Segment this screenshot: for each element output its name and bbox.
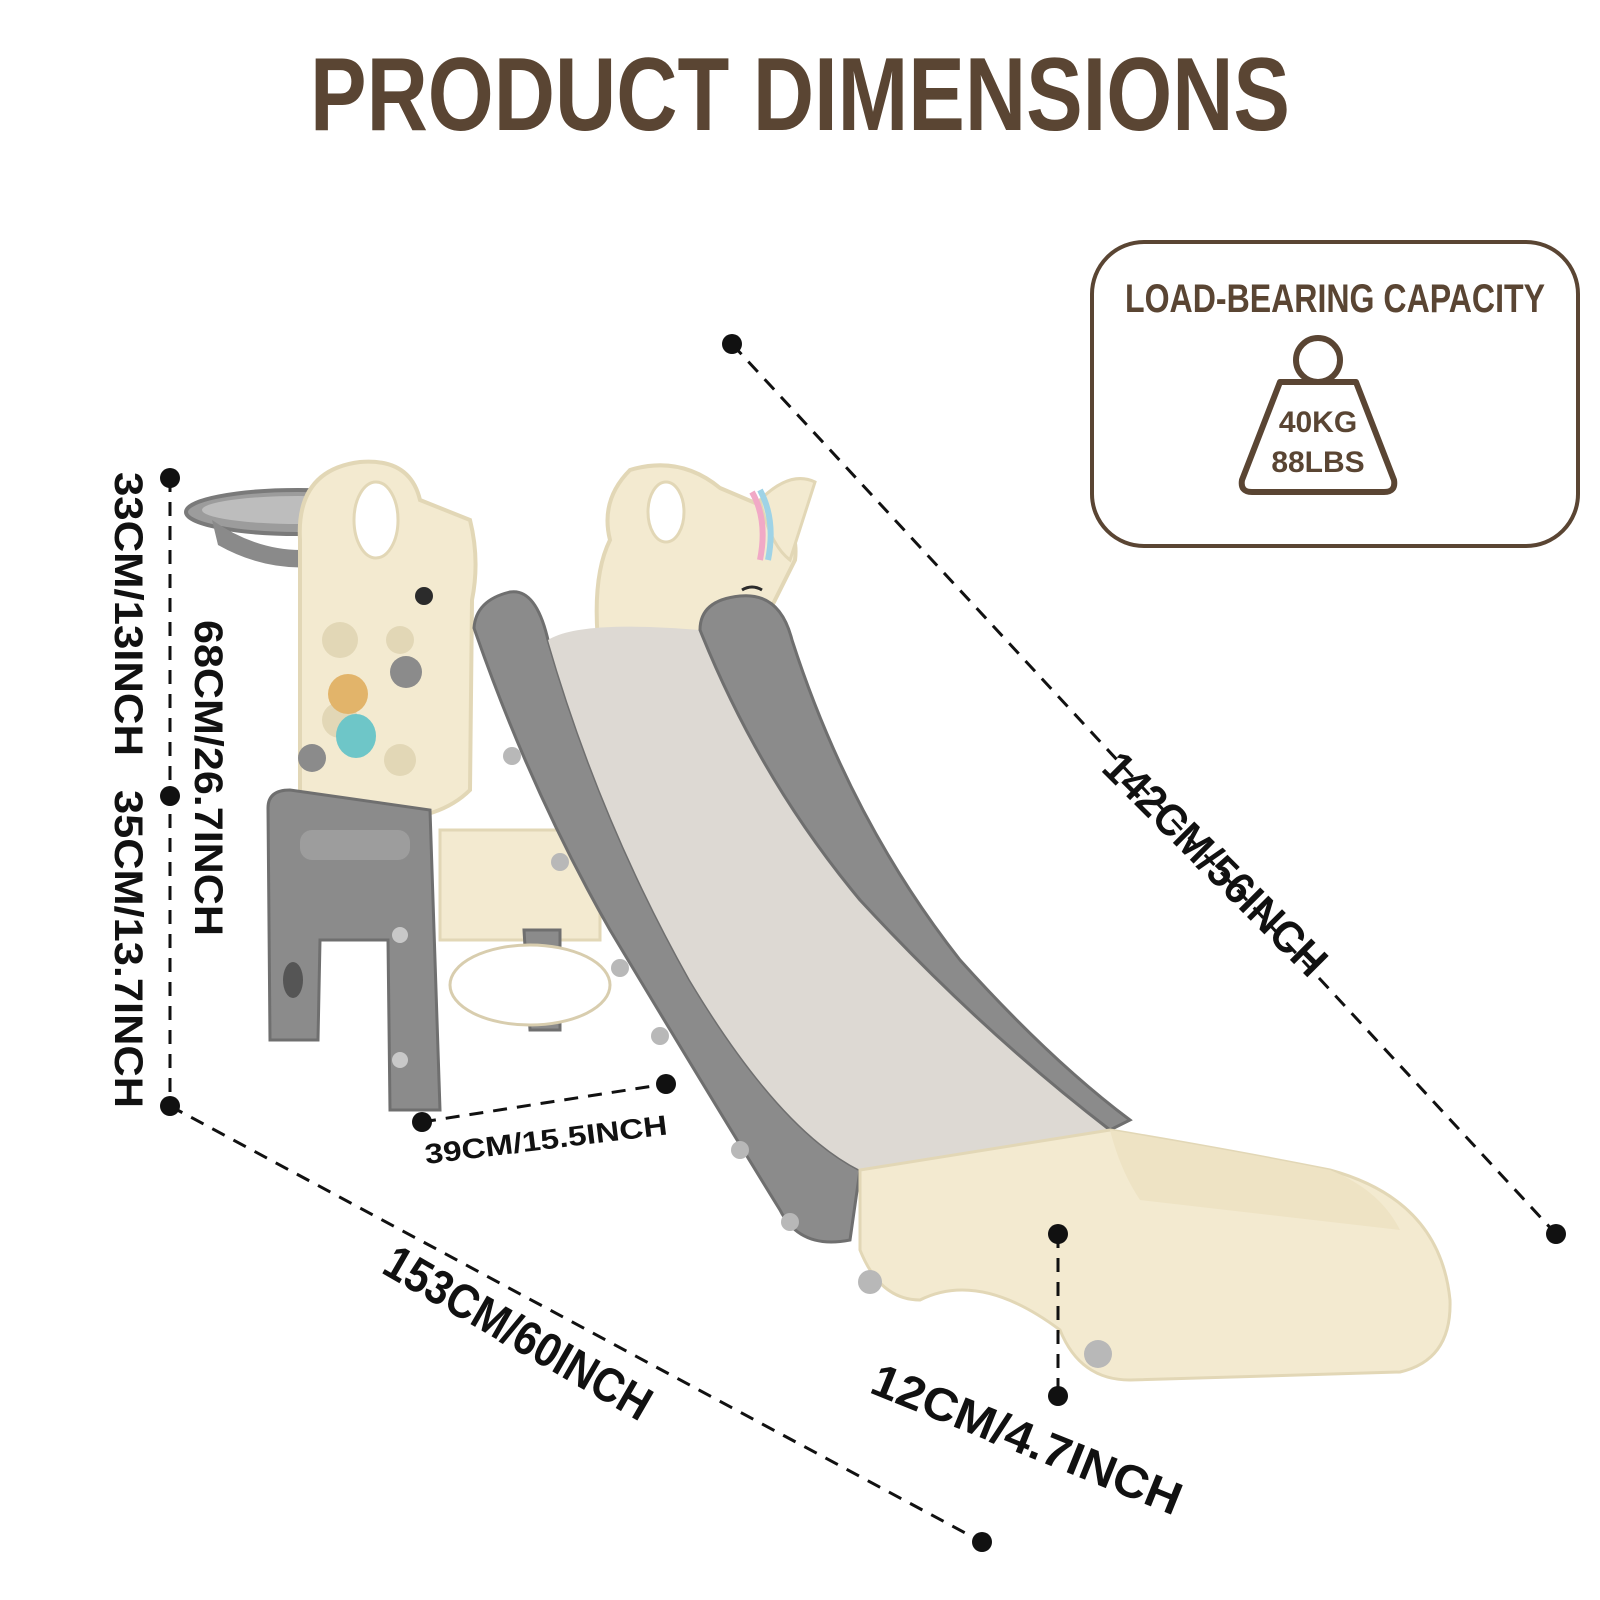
bear-toy-icon (328, 674, 376, 758)
slide-length-label: 142CM/56INCH (1093, 742, 1337, 986)
gray-base (266, 788, 612, 1112)
slide-body (472, 590, 1452, 1382)
left-elephant-panel (297, 459, 478, 823)
slide-illustration (184, 459, 1452, 1382)
total-length-line (169, 1104, 983, 1544)
base-width-line (421, 1082, 667, 1124)
hoop-height-label: 33CM/13INCH (106, 472, 150, 756)
base-width-label: 39CM/15.5INCH (423, 1109, 669, 1170)
slide-length-line (730, 342, 1558, 1236)
page-title: PRODUCT DIMENSIONS (310, 37, 1290, 153)
capacity-panel: LOAD-BEARING CAPACITY 40KG 88LBS (1090, 240, 1580, 548)
capacity-lbs: 88LBS (1271, 446, 1364, 479)
capacity-kg: 40KG (1279, 406, 1357, 439)
platform-height-label: 35CM/13.7INCH (106, 790, 150, 1108)
capacity-heading: LOAD-BEARING CAPACITY (1125, 277, 1545, 321)
total-length-label: 153CM/60INCH (375, 1236, 661, 1432)
overall-height-label: 68CM/26.7INCH (186, 620, 230, 936)
dimension-endpoints (160, 334, 1566, 1552)
weight-icon: 40KG 88LBS (1238, 335, 1398, 495)
